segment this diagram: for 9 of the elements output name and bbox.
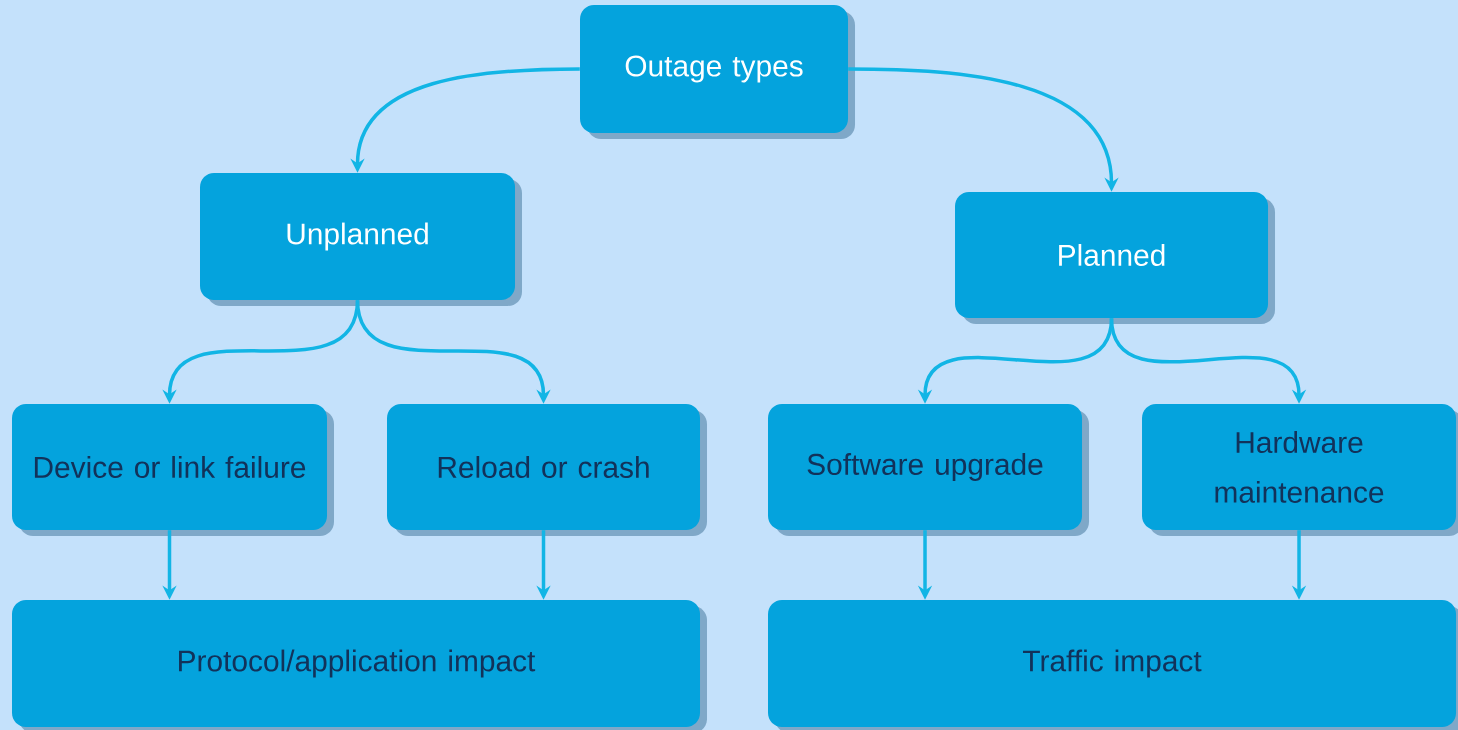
category-box: Planned xyxy=(955,192,1275,324)
impact-box: Traffic impact xyxy=(768,600,1458,730)
cause-box: Device or link failure xyxy=(12,404,334,536)
category-box: Unplanned xyxy=(200,173,522,306)
impact-box: Protocol/application impact xyxy=(12,600,707,730)
category-box: Outage types xyxy=(580,5,855,139)
cause-box: Hardware maintenance xyxy=(1142,404,1458,536)
cause-box: Software upgrade xyxy=(768,404,1089,536)
cause-box: Reload or crash xyxy=(387,404,707,536)
